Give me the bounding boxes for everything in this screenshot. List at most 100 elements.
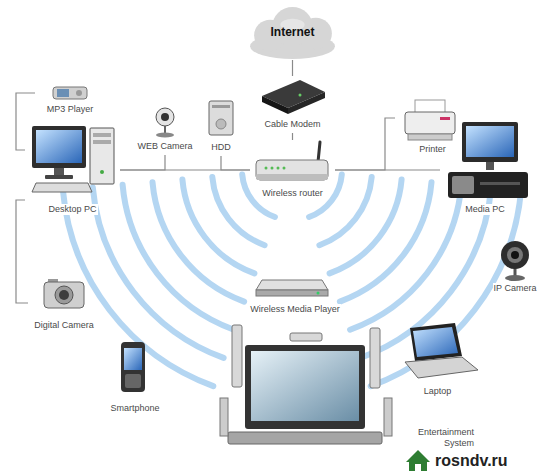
cable-line [292, 133, 293, 140]
wireless-router-icon [265, 167, 268, 170]
cloud-shape [250, 7, 335, 59]
wireless-waves [182, 180, 254, 274]
cable-modem-icon [262, 96, 288, 114]
device-node: Smartphone [100, 335, 170, 417]
ip-camera-icon [501, 241, 529, 269]
cable-line [16, 93, 35, 150]
device-label: Smartphone [109, 403, 160, 414]
watermark-house [409, 461, 427, 471]
mp3-player-icon [76, 90, 82, 96]
watermark-house [415, 464, 421, 471]
ip-camera-icon [501, 241, 529, 281]
device-label: Entertainment System [409, 427, 475, 449]
wireless-router-icon [318, 142, 320, 162]
digital-camera-icon [44, 282, 84, 308]
media-pc-icon [452, 176, 474, 194]
device-label: WEB Camera [136, 141, 193, 152]
desktop-pc-icon [36, 130, 82, 163]
entertainment-system-icon [220, 398, 228, 436]
device-node: Desktop PC [25, 122, 120, 218]
smartphone-icon [121, 342, 145, 392]
device-node: Printer [395, 98, 470, 158]
entertainment-system-icon [384, 398, 392, 436]
cable-lines [16, 60, 440, 303]
desktop-pc-icon [100, 170, 104, 174]
wireless-router-icon [256, 174, 328, 180]
wireless-waves [319, 177, 371, 245]
web-camera-icon [156, 133, 174, 138]
entertainment-system-icon [290, 333, 322, 341]
hdd-icon [209, 101, 233, 135]
ip-camera-icon [507, 247, 523, 263]
media-player-icon [256, 280, 328, 290]
wireless-router-icon [256, 160, 328, 180]
printer-icon [405, 112, 455, 134]
smartphone-icon [125, 374, 141, 388]
device-label: Media PC [464, 204, 506, 215]
media-player-icon [256, 290, 328, 296]
device-node: HDD [202, 98, 240, 156]
wireless-router-icon [277, 167, 280, 170]
cable-line [335, 169, 440, 170]
hdd-icon [216, 119, 226, 129]
desktop-pc-icon [32, 126, 114, 192]
smartphone-icon [124, 348, 142, 370]
desktop-pc-icon [32, 126, 86, 168]
wireless-waves [123, 185, 234, 330]
cable-line [221, 156, 250, 170]
media-pc-icon [466, 126, 514, 157]
wireless-waves [212, 177, 264, 245]
device-label: MP3 Player [46, 104, 95, 115]
smartphone-icon [121, 342, 145, 392]
media-player-icon [317, 292, 320, 295]
watermark-text: rosndv.ru [433, 452, 510, 470]
router-node: Wireless router [250, 140, 335, 202]
cable-line [335, 118, 395, 170]
printer-icon [440, 117, 450, 120]
device-node: Wireless Media Player [235, 268, 355, 318]
digital-camera-icon [59, 290, 69, 300]
entertainment-system-icon [370, 328, 380, 388]
desktop-pc-icon [45, 175, 73, 179]
cable-line [120, 155, 165, 170]
digital-camera-icon [44, 279, 84, 308]
mp3-player-icon [57, 89, 69, 97]
internet-cloud: Internet [242, 5, 343, 60]
mp3-player-icon [53, 87, 87, 99]
media-pc-icon [448, 172, 528, 198]
printer-icon [405, 100, 455, 140]
cable-modem-icon [262, 80, 325, 114]
device-node: WEB Camera [130, 105, 200, 155]
desktop-pc-icon [93, 133, 111, 137]
media-pc-icon [486, 162, 494, 170]
mp3-player-icon [53, 87, 87, 99]
web-camera-icon [156, 108, 174, 126]
device-node: Cable Modem [252, 76, 333, 133]
cable-line [292, 60, 293, 76]
device-node: Laptop [395, 325, 480, 400]
device-label: Cable Modem [263, 119, 321, 130]
cable-line [16, 200, 28, 303]
device-label: IP Camera [493, 283, 538, 294]
wireless-router-icon [283, 167, 286, 170]
device-label: Wireless Media Player [249, 304, 341, 315]
wireless-waves [350, 185, 461, 330]
device-label: HDD [210, 142, 232, 153]
printer-icon [415, 100, 445, 113]
cable-modem-icon [299, 94, 302, 97]
wireless-router-icon [256, 142, 328, 180]
device-node: Digital Camera [28, 272, 100, 334]
hdd-icon [212, 105, 230, 108]
ip-camera-icon [505, 275, 525, 281]
device-label: Laptop [423, 386, 453, 397]
laptop-icon [405, 323, 478, 378]
device-node: Entertainment System [215, 405, 477, 452]
entertainment-system-icon [245, 345, 365, 429]
entertainment-system-icon [228, 432, 382, 444]
laptop-icon [410, 323, 462, 361]
wireless-router-icon [271, 167, 274, 170]
